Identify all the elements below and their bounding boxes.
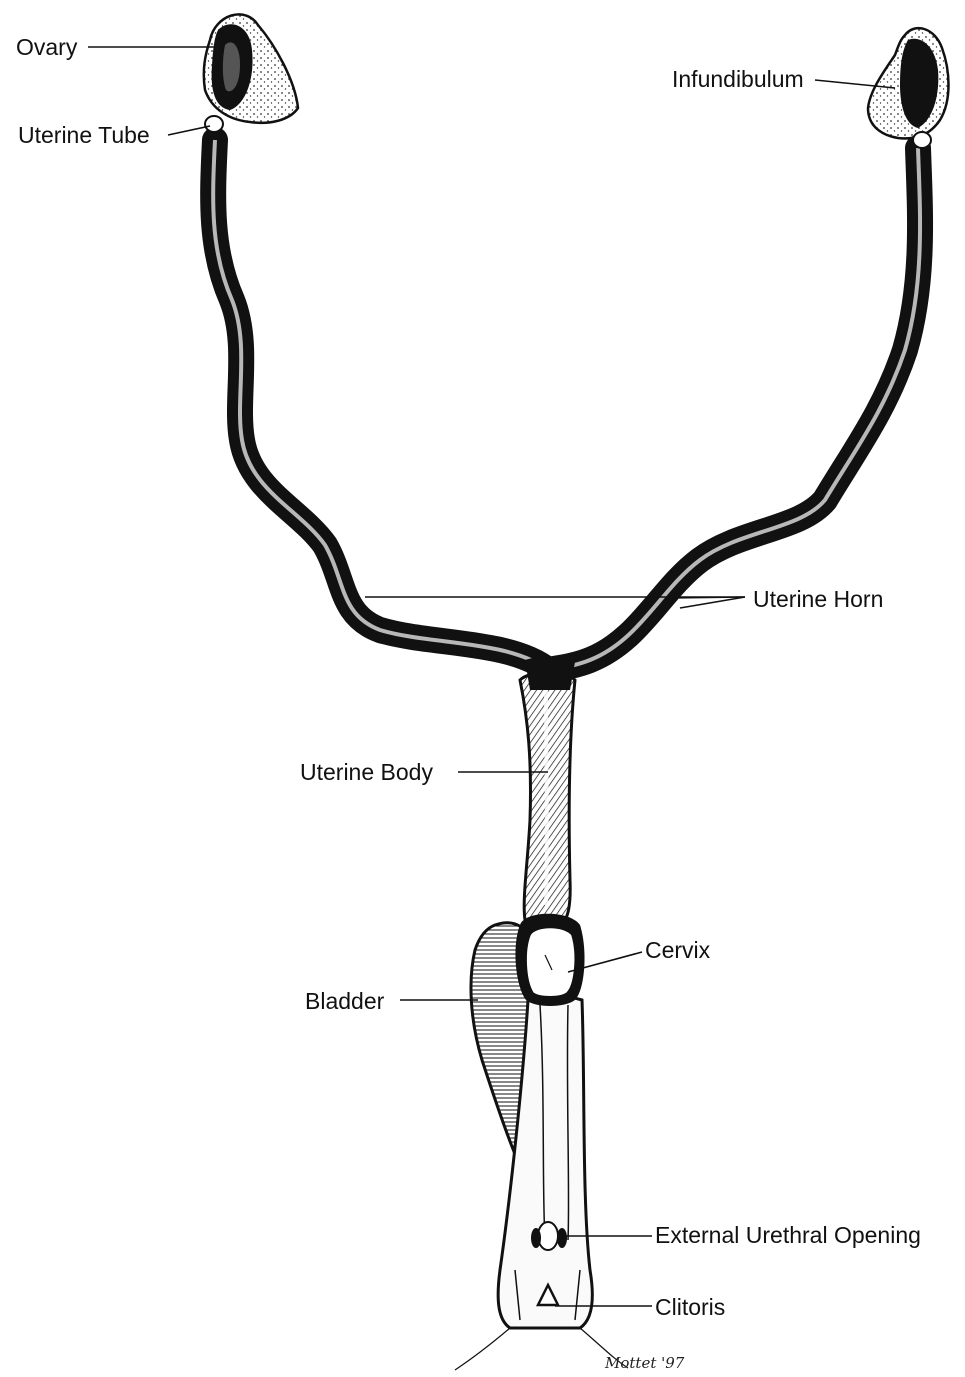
bladder-label: Bladder [305, 988, 385, 1014]
cervix [515, 914, 584, 1006]
infundibulum-label: Infundibulum [672, 66, 804, 92]
uterine-tube-label: Uterine Tube [18, 122, 150, 148]
clitoris-label: Clitoris [655, 1294, 725, 1320]
uterine-tract [213, 140, 920, 920]
left-ovary [204, 14, 298, 132]
uterine-horn-label: Uterine Horn [753, 586, 883, 612]
left-horn [213, 140, 548, 670]
left-horn-outline [213, 140, 548, 670]
artist-signature: Mottet '97 [604, 1354, 685, 1372]
external-urethral-opening-label: External Urethral Opening [655, 1222, 921, 1248]
cervix-label: Cervix [645, 937, 711, 963]
right-infundibulum [868, 28, 949, 148]
uterine-horn-leader [365, 597, 745, 608]
ovary-label: Ovary [16, 34, 78, 60]
uterine-body-label: Uterine Body [300, 759, 433, 785]
